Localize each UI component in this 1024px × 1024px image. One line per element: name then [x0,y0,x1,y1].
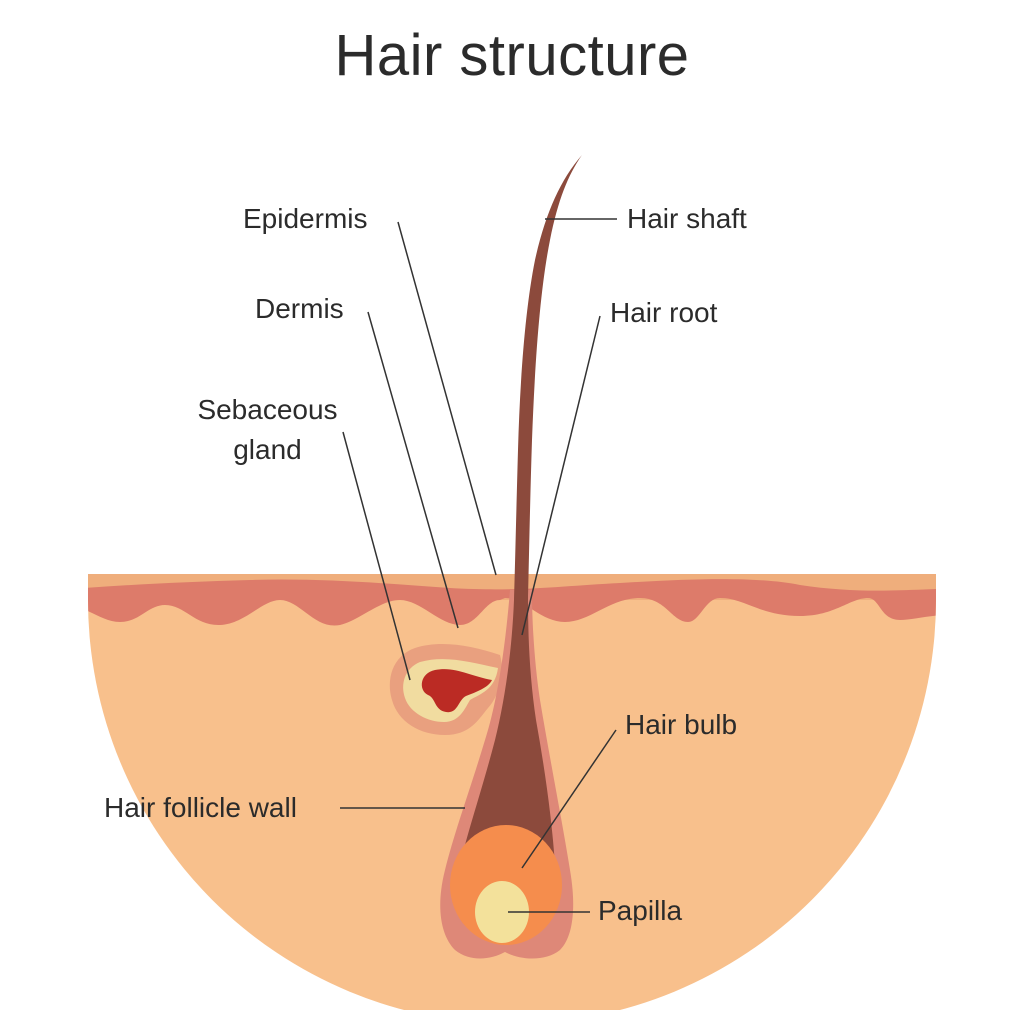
epidermis-leader [397,221,497,576]
label-epidermis: Epidermis [243,203,368,234]
sebaceous-gland [389,644,502,735]
hair-root-leader [521,315,601,636]
dermis-leader [367,311,459,629]
leader-lines [340,218,617,913]
label-sebaceous-gland: Sebaceous gland [190,390,345,470]
label-sebaceous-line1: Sebaceous [197,394,338,425]
dermis-layer [88,579,936,626]
sebaceous-leader [342,431,411,681]
label-hair-bulb: Hair bulb [625,709,738,740]
hair-shaft [460,155,582,865]
diagram-title: Hair structure [334,23,690,88]
papilla [475,881,529,943]
label-sebaceous-line2: gland [233,434,302,465]
hair-bulb-leader [521,729,617,869]
label-papilla: Papilla [598,895,683,926]
label-hair-shaft: Hair shaft [627,203,747,234]
label-hair-follicle-wall: Hair follicle wall [104,792,297,823]
label-dermis: Dermis [255,293,344,324]
label-hair-root: Hair root [610,297,718,328]
